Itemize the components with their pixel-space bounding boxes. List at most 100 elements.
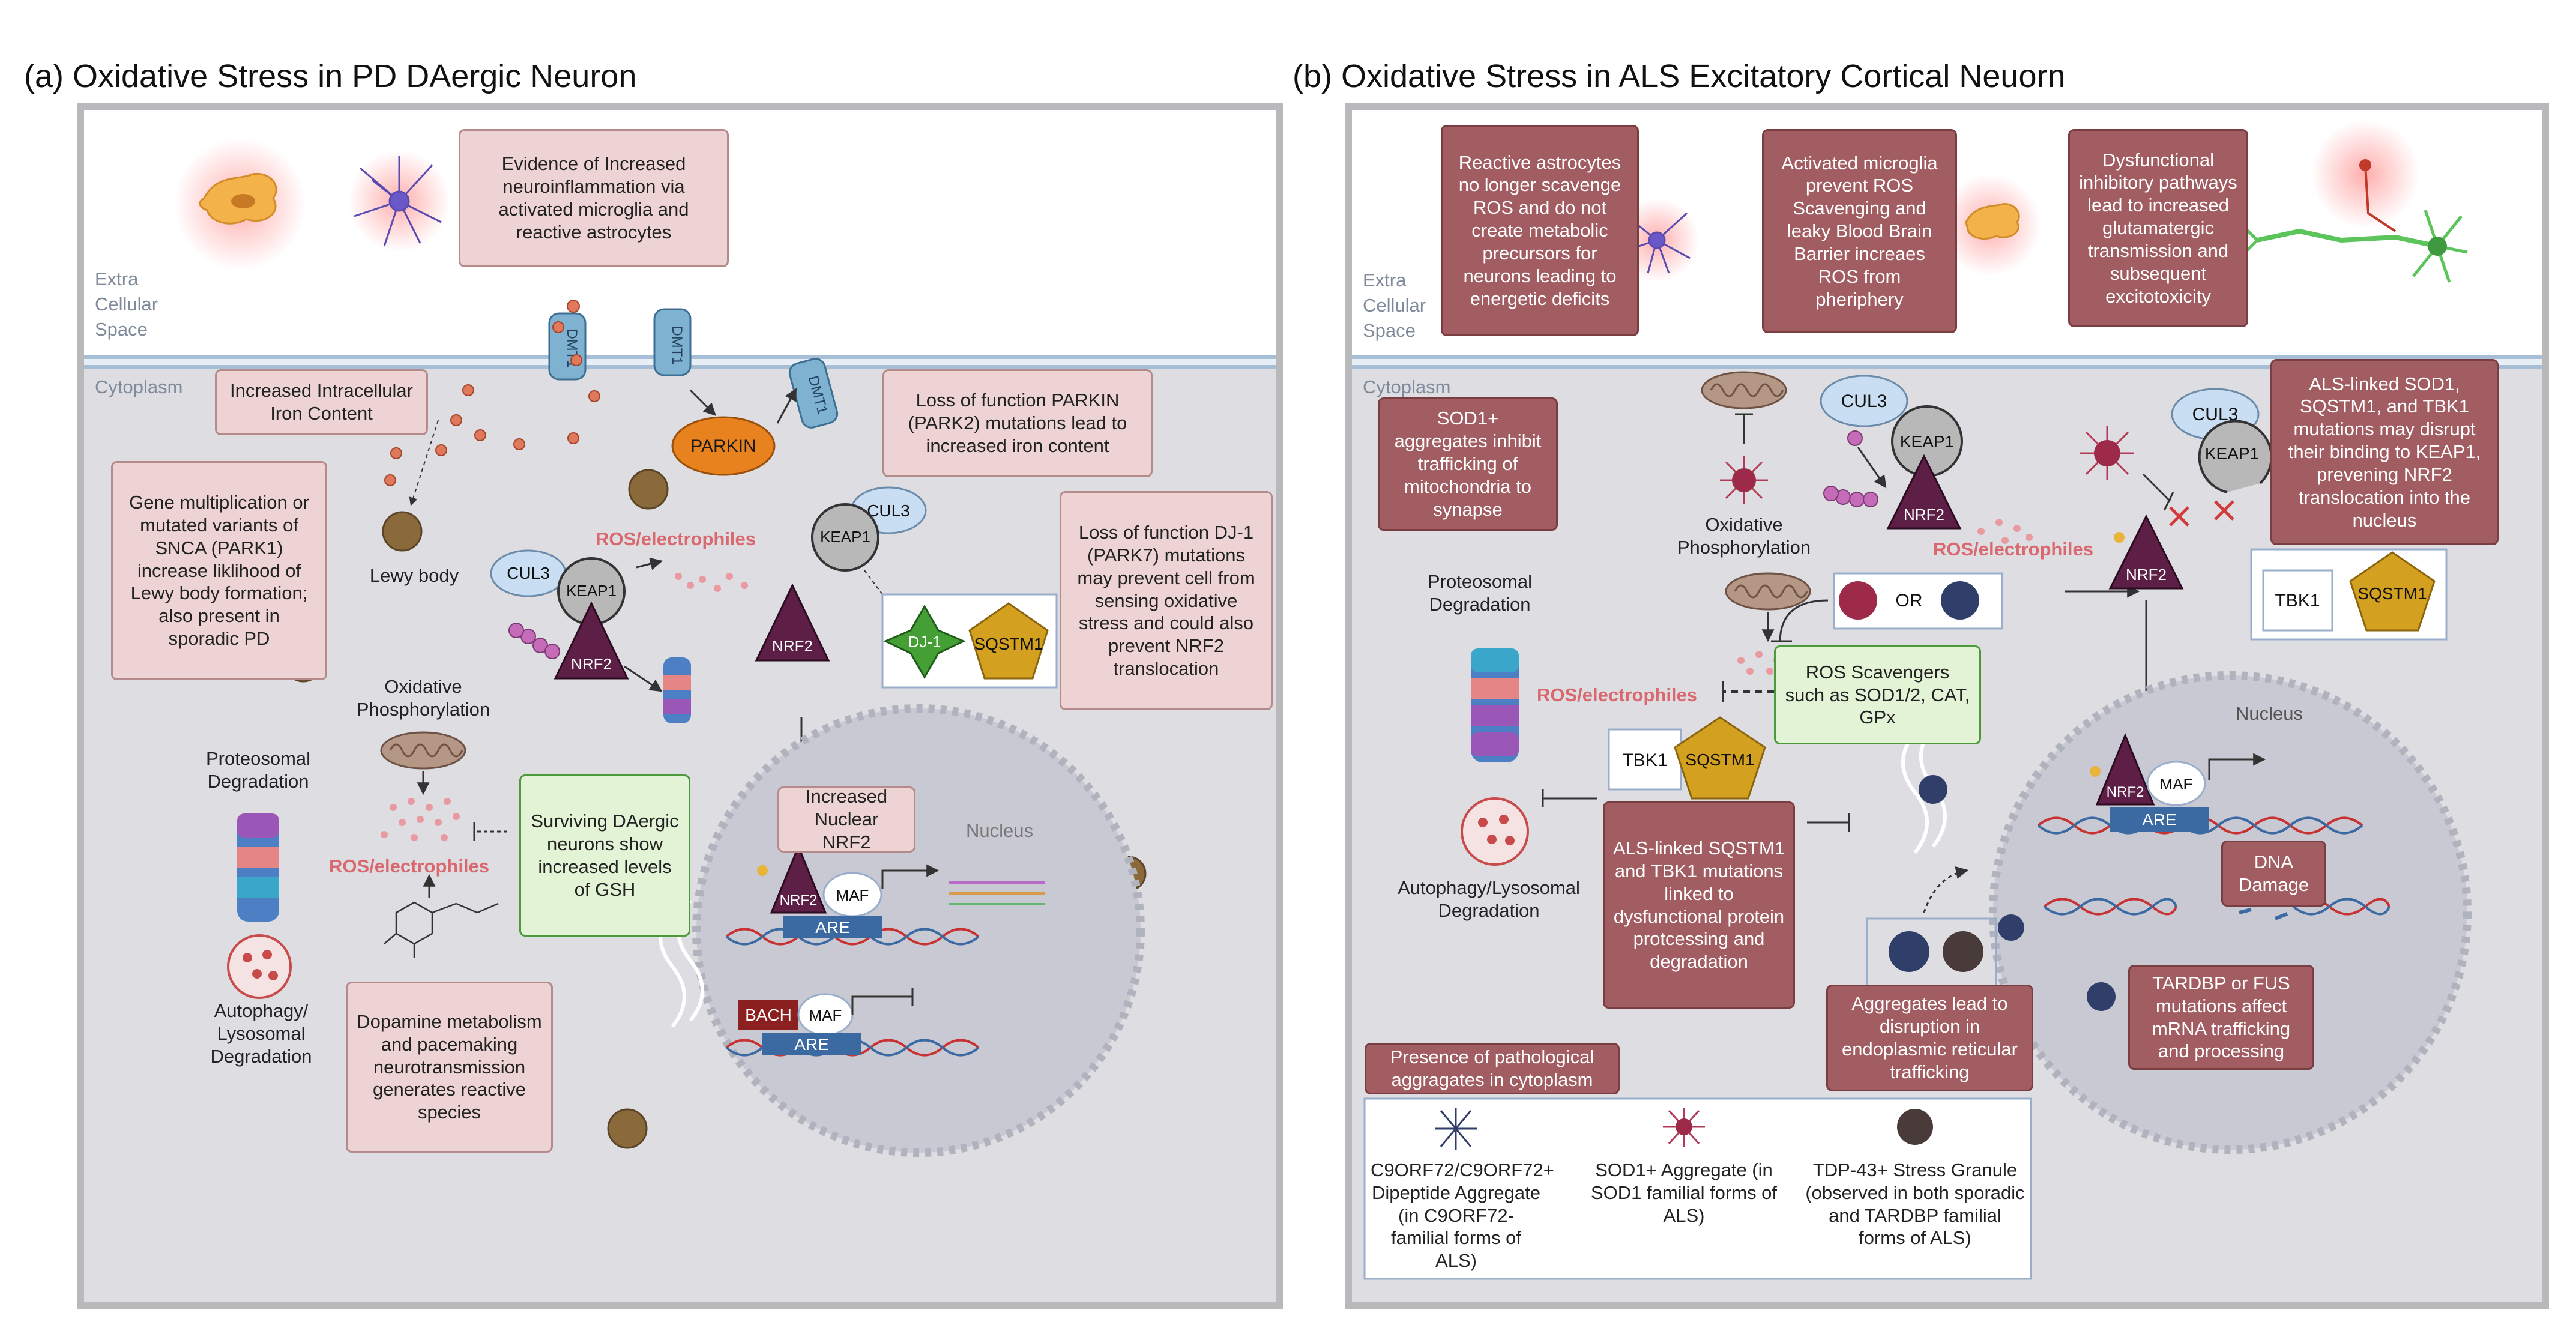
are-label-b: ARE: [2142, 810, 2177, 829]
iron-particle-icon: [384, 300, 600, 486]
nrf2-label-nuc-a: NRF2: [780, 892, 818, 908]
legend-sod1-aggregate-icon: [1663, 1108, 1705, 1147]
mitochondrion-icon-b1: [1701, 371, 1787, 409]
or-label: OR: [1896, 591, 1923, 611]
cul3-label-b1: CUL3: [1841, 391, 1887, 411]
mitochondrion-icon-b2: [1725, 572, 1811, 611]
ox-phos-label-b: Oxidative Phosphorylation: [1677, 514, 1811, 558]
ros-scavengers-box: ROS Scavengers such as SOD1/2, CAT, GPx: [1774, 645, 1981, 744]
are-label-a: ARE: [815, 918, 850, 937]
are-label-a2: ARE: [794, 1035, 829, 1054]
cul3-label-a: CUL3: [507, 564, 550, 582]
disrupted-binding-icon: [2169, 500, 2234, 527]
legend-tdp43-granule-icon: [1897, 1109, 1933, 1145]
proteasome-icon: [237, 813, 279, 922]
mitochondrion-icon: [380, 731, 466, 770]
parkin-mutation-box: Loss of function PARKIN (PARK2) mutation…: [882, 369, 1153, 477]
maf-label-a2: MAF: [809, 1006, 842, 1024]
ros-label-a2: ROS/electrophiles: [329, 856, 490, 877]
panel-a-cyto-label: Cytoplasm: [95, 376, 183, 397]
astrocyte-icon: [174, 138, 306, 270]
mrna-icon: [949, 881, 1045, 905]
proteasome-mini-icon: [663, 657, 691, 723]
lewy-body-label: Lewy body: [369, 565, 459, 586]
proteasome-icon-b: [1471, 648, 1519, 762]
maf-label-b: MAF: [2160, 775, 2193, 793]
keap1-label-b: KEAP1: [820, 528, 870, 546]
parkin-icon: [671, 416, 776, 476]
tbk1-label-b1: TBK1: [1622, 750, 1667, 770]
sqstm1-label-b2: SQSTM1: [2357, 584, 2427, 603]
cul3-label-b: CUL3: [867, 501, 910, 520]
panel-b-tag: (b): [1293, 58, 1332, 94]
dna-damage-box: DNA Damage: [2221, 841, 2326, 907]
nrf2-label-a: NRF2: [571, 655, 612, 673]
proteosomal-label-a: Proteosomal Degradation: [205, 748, 311, 792]
ros-label-b1: ROS/electrophiles: [1537, 684, 1698, 705]
keap1-label-b2: KEAP1: [2205, 444, 2259, 463]
ros-dots-a2: [381, 798, 460, 841]
nucleus-label-b: Nucleus: [2236, 703, 2303, 724]
sod1-aggregate-icon-b2: [2080, 426, 2134, 480]
legend-sod1-label: SOD1+ Aggregate (in SOD1 familial forms …: [1590, 1159, 1778, 1226]
legend-tdp43-label: TDP-43+ Stress Granule (observed in both…: [1805, 1159, 2025, 1249]
aggregate-or-icons: [1839, 581, 1979, 620]
sqstm1-tbk1-box: ALS-linked SQSTM1 and TBK1 mutations lin…: [1603, 801, 1795, 1009]
legend-c9-aggregate-icon: [1435, 1108, 1477, 1150]
panel-a-extra-label: Extra Cellular Space: [95, 268, 158, 340]
autophagy-label-a: Autophagy/ Lysosomal Degradation: [210, 1000, 312, 1067]
ox-phos-label-a: Oxidative Phosphorylation: [356, 676, 490, 720]
ros-dots-a1: [675, 573, 748, 592]
er-disruption-box: Aggregates lead to disruption in endopla…: [1826, 985, 2033, 1091]
als-keap1-box: ALS-linked SOD1, SQSTM1, and TBK1 mutati…: [2270, 359, 2499, 545]
aggregate-icons-b: [1889, 775, 2116, 1011]
nucleus-label-a: Nucleus: [966, 820, 1033, 841]
proteosomal-label-b: Proteosomal Degradation: [1427, 571, 1533, 615]
dna-icon-b: [2037, 816, 2390, 916]
reactive-astrocytes-box: Reactive astrocytes no longer scavenge R…: [1441, 125, 1639, 336]
dmt1-label-2: DMT1: [669, 325, 685, 364]
panel-a-title-row: (a) Oxidative Stress in PD DAergic Neuro…: [24, 58, 636, 95]
lysosome-icon: [227, 934, 292, 999]
maf-label-a: MAF: [836, 886, 869, 904]
pathological-aggregates-box: Presence of pathological aggragates in c…: [1365, 1043, 1620, 1094]
gsh-box: Surviving DAergic neurons show increased…: [519, 774, 690, 937]
iron-content-box: Increased Intracellular Iron Content: [215, 369, 428, 435]
dopamine-icon: [384, 901, 499, 958]
panel-a-title: Oxidative Stress in PD DAergic Neuron: [73, 58, 637, 94]
nuclear-nrf2-box: Increased Nuclear NRF2: [777, 786, 915, 853]
nucleus-b-icon: [1989, 671, 2472, 1154]
tbk1-label-b2: TBK1: [2275, 591, 2320, 611]
parkin-label: PARKIN: [690, 436, 756, 456]
panel-b-title: Oxidative Stress in ALS Excitatory Corti…: [1341, 58, 2066, 94]
inhibitory-pathways-box: Dysfunctional inhibitory pathways lead t…: [2068, 129, 2248, 327]
sqstm1-label-a: SQSTM1: [974, 635, 1043, 653]
nrf2-label-b2: NRF2: [2126, 566, 2167, 584]
dj1-mutation-box: Loss of function DJ-1 (PARK7) mutations …: [1060, 491, 1273, 710]
panel-a-tag: (a): [24, 58, 64, 94]
ubiquitin-icon-b: [1823, 430, 1878, 507]
sod1-trafficking-box: SOD1+ aggregates inhibit trafficking of …: [1378, 397, 1558, 531]
sqstm1-label-b1: SQSTM1: [1685, 750, 1754, 769]
bach-label: BACH: [745, 1006, 792, 1024]
snca-box: Gene multiplication or mutated variants …: [111, 461, 327, 680]
legend-c9-label: C9ORF72/C9ORF72+ Dipeptide Aggregate (in…: [1371, 1159, 1554, 1272]
tardbp-fus-box: TARDBP or FUS mutations affect mRNA traf…: [2128, 965, 2314, 1070]
panel-b-cell-membrane: [1352, 355, 2542, 369]
nrf2-label-b: NRF2: [772, 637, 813, 655]
ubiquitin-icon: [508, 623, 560, 659]
ros-dots-b2: [1977, 519, 2033, 544]
panel-b-title-row: (b) Oxidative Stress in ALS Excitatory C…: [1293, 58, 2066, 95]
panel-b-cyto-label: Cytoplasm: [1363, 376, 1451, 397]
lysosome-icon-b: [1461, 797, 1529, 866]
ros-label-a1: ROS/electrophiles: [596, 528, 756, 549]
nrf2-label-nuc-b: NRF2: [2107, 784, 2144, 800]
nrf2-label-b1: NRF2: [1904, 506, 1944, 524]
sod1-aggregate-icon: [1720, 456, 1768, 504]
ros-label-b2: ROS/electrophiles: [1933, 539, 2094, 560]
dj1-label: DJ-1: [908, 633, 941, 651]
keap1-label-b1: KEAP1: [1900, 432, 1954, 451]
neuron-icon: [2238, 120, 2468, 283]
